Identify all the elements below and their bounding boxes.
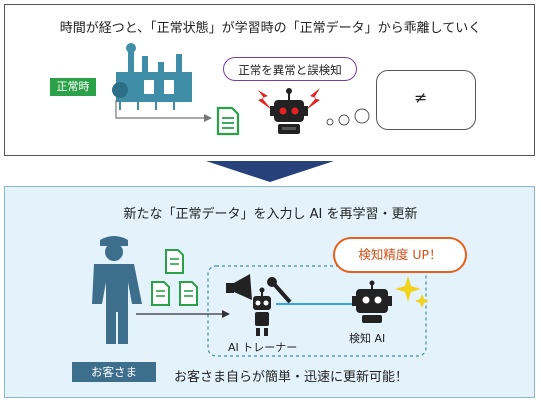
customer-label: お客さま — [72, 362, 156, 382]
bottom-message: お客さま自らが簡単・迅速に更新可能！ — [174, 370, 409, 385]
detector-label: 検知 AI — [349, 332, 386, 345]
bottom-panel-title: 新たな「正常データ」を入力し AI を再学習・更新 — [123, 207, 418, 222]
arrow-head — [204, 114, 212, 122]
robot-icon — [253, 287, 271, 336]
robot-icon — [352, 280, 392, 323]
factory-icon — [112, 43, 192, 110]
top-panel-title: 時間が経つと、「正常状態」が学習時の「正常データ」から乖離していく — [59, 21, 482, 36]
trainer-label: AI トレーナー — [228, 341, 298, 354]
factory-connector — [115, 100, 204, 119]
speech-bubble: 正常を異常と誤検知 — [223, 57, 357, 81]
wrench-icon — [267, 277, 292, 304]
down-arrow — [206, 161, 334, 182]
document-icon — [179, 281, 198, 306]
document-icon — [216, 106, 240, 136]
document-icon — [151, 281, 170, 306]
not-equal-symbol: ≠ — [414, 88, 428, 107]
dashed-region — [207, 265, 427, 357]
document-icon — [165, 249, 184, 274]
sparkle-icon — [395, 276, 429, 308]
accuracy-badge: 検知精度 UP！ — [333, 237, 467, 273]
arrow-head — [222, 310, 230, 318]
person-icon — [92, 236, 142, 344]
normal-time-label: 正常時 — [50, 78, 96, 96]
alert-icon — [258, 88, 320, 110]
comparison-box — [376, 70, 476, 130]
megaphone-icon — [226, 274, 252, 300]
thought-bubbles — [326, 108, 370, 126]
robot-icon — [270, 88, 308, 134]
